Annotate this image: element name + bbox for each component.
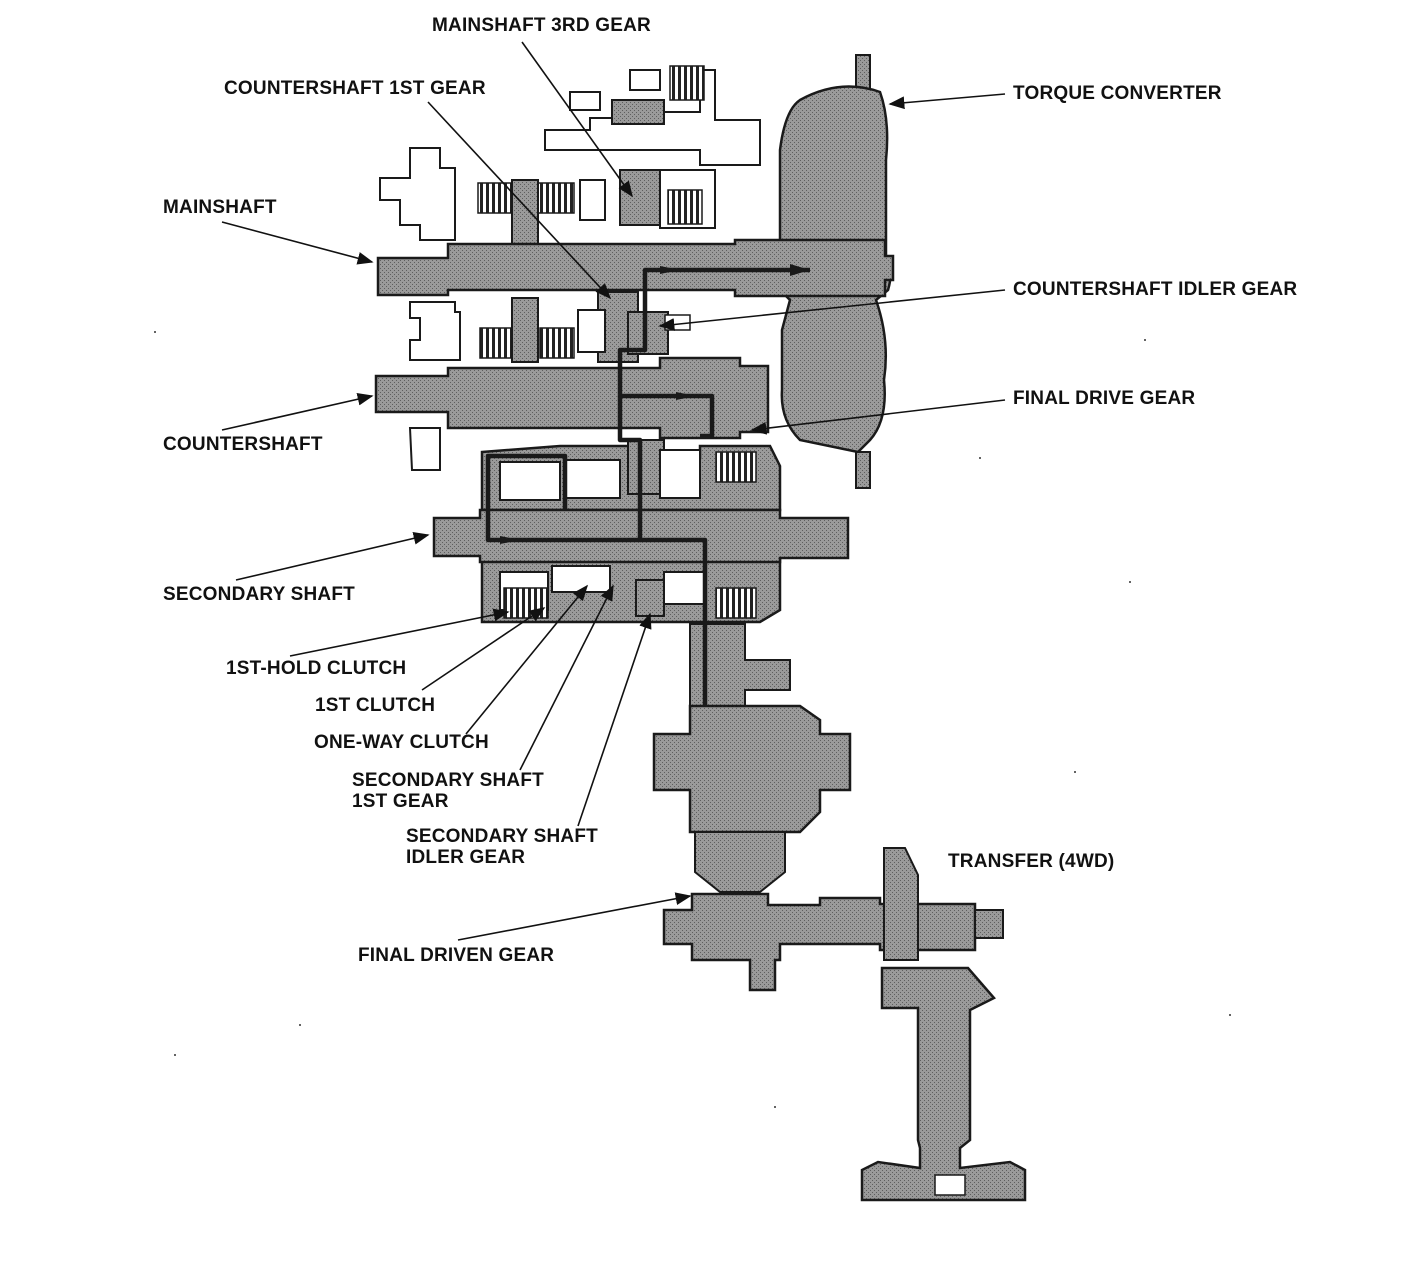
label-secondary-shaft-idler-gear: SECONDARY SHAFT IDLER GEAR <box>406 826 598 868</box>
label-countershaft-idler-gear: COUNTERSHAFT IDLER GEAR <box>1013 279 1298 300</box>
label-1st-clutch: 1ST CLUTCH <box>315 695 436 716</box>
power-flow-path <box>485 267 810 706</box>
label-secondary-shaft-idler-gear-line2: IDLER GEAR <box>406 847 526 868</box>
leader-torque-converter <box>888 93 1006 110</box>
label-countershaft-1st-gear: COUNTERSHAFT 1ST GEAR <box>224 78 486 99</box>
leader-lines <box>221 41 1006 941</box>
label-secondary-shaft-idler-gear-line1: SECONDARY SHAFT <box>406 826 598 847</box>
label-1st-hold-clutch: 1ST-HOLD CLUTCH <box>226 658 407 679</box>
label-secondary-shaft: SECONDARY SHAFT <box>163 584 355 605</box>
label-secondary-shaft-1st-gear-line2: 1ST GEAR <box>352 791 449 812</box>
upper-clutch-assembly <box>544 65 761 229</box>
leader-final-driven-gear <box>457 892 692 941</box>
label-mainshaft-3rd-gear: MAINSHAFT 3RD GEAR <box>432 15 651 36</box>
secondary-shaft-clutch-housing <box>480 439 782 624</box>
mainshaft-left-assembly <box>379 147 606 245</box>
leader-mainshaft <box>221 221 374 265</box>
label-secondary-shaft-1st-gear: SECONDARY SHAFT 1ST GEAR <box>352 770 544 812</box>
power-flow-arrows <box>500 264 810 544</box>
label-torque-converter: TORQUE CONVERTER <box>1013 83 1222 104</box>
label-transfer-4wd: TRANSFER (4WD) <box>948 851 1115 872</box>
countershaft-clutch-assembly <box>409 297 606 363</box>
leader-one-way-clutch <box>465 584 589 735</box>
label-final-driven-gear: FINAL DRIVEN GEAR <box>358 945 555 966</box>
transfer-4wd <box>860 847 1027 1202</box>
leader-final-drive-gear <box>750 399 1006 435</box>
leader-1st-clutch <box>421 607 546 691</box>
final-drive-column <box>652 623 852 893</box>
label-secondary-shaft-1st-gear-line1: SECONDARY SHAFT <box>352 770 544 791</box>
label-mainshaft: MAINSHAFT <box>163 197 277 218</box>
leader-countershaft-1st-gear <box>427 101 612 300</box>
label-countershaft: COUNTERSHAFT <box>163 434 323 455</box>
label-one-way-clutch: ONE-WAY CLUTCH <box>314 732 489 753</box>
leader-secondary-shaft-idler-gear <box>577 612 652 827</box>
label-final-drive-gear: FINAL DRIVE GEAR <box>1013 388 1196 409</box>
mainshaft <box>376 238 895 298</box>
leader-countershaft-idler-gear <box>658 289 1006 331</box>
leader-1st-hold-clutch <box>289 608 510 657</box>
scan-specks <box>154 331 1231 1108</box>
leader-secondary-shaft <box>235 532 430 581</box>
countershaft-idler-gear <box>597 291 691 363</box>
countershaft <box>374 356 770 471</box>
leader-countershaft <box>221 392 374 431</box>
leader-secondary-shaft-1st-gear <box>519 584 614 771</box>
leader-mainshaft-3rd-gear <box>521 41 633 198</box>
